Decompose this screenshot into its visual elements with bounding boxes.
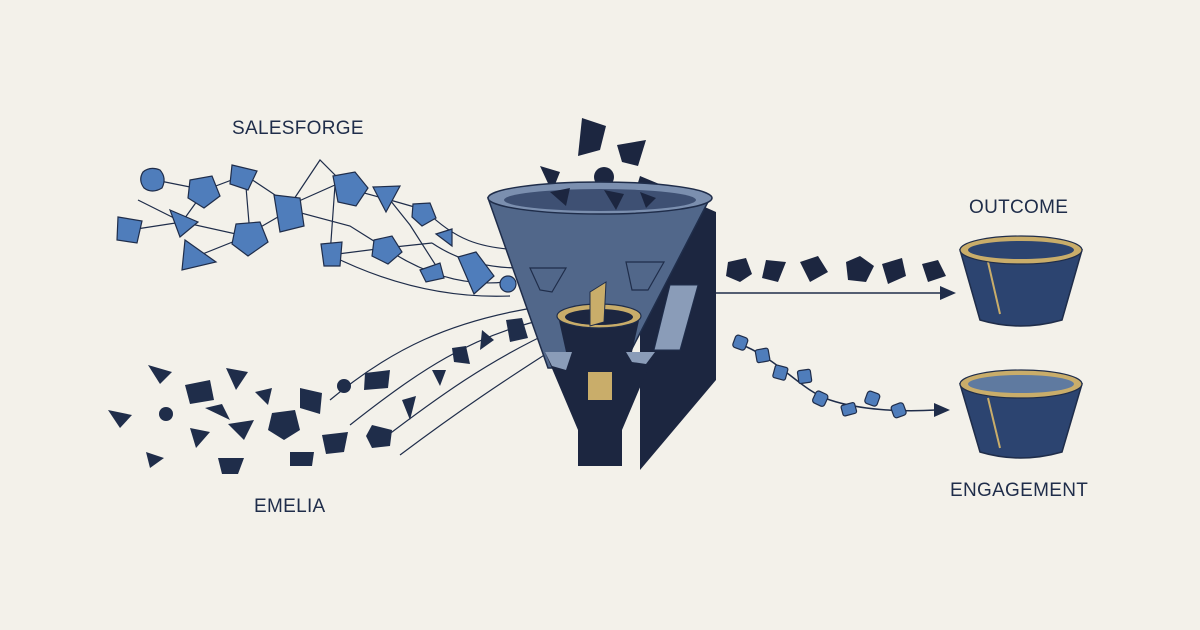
navy-shape xyxy=(617,140,646,166)
arrow-head-icon xyxy=(940,286,956,300)
blue-shape xyxy=(181,238,218,271)
navy-shape xyxy=(108,410,132,428)
emelia-flow-lines xyxy=(329,305,561,456)
navy-shape xyxy=(228,420,254,440)
navy-shape xyxy=(218,458,244,474)
outcome-bucket-icon xyxy=(959,235,1083,327)
blue-shape xyxy=(890,402,907,419)
blue-shape xyxy=(116,216,143,244)
navy-shape xyxy=(159,407,173,421)
navy-shape xyxy=(452,346,470,364)
navy-shape xyxy=(726,258,752,282)
blue-shape xyxy=(419,262,445,283)
navy-shape xyxy=(190,428,210,448)
navy-shape xyxy=(762,260,786,282)
navy-shape xyxy=(322,432,348,454)
blue-shape xyxy=(864,390,881,407)
engagement-flow xyxy=(732,334,950,419)
blue-shape xyxy=(140,167,165,192)
blue-shape xyxy=(457,251,495,296)
blue-shape xyxy=(273,194,305,233)
outcome-flow xyxy=(716,256,956,300)
funnel-icon xyxy=(486,181,716,470)
navy-shape xyxy=(432,370,446,386)
blue-shape xyxy=(840,401,858,417)
blue-shape xyxy=(168,208,200,239)
navy-shape xyxy=(402,396,416,420)
emelia-shapes xyxy=(108,318,528,474)
navy-shape xyxy=(255,388,272,405)
navy-shape xyxy=(226,368,248,390)
navy-shape xyxy=(300,388,322,414)
navy-shape xyxy=(146,452,164,468)
navy-shape xyxy=(148,365,172,384)
blue-shape xyxy=(772,364,789,381)
blue-shape xyxy=(332,171,369,207)
salesforge-label: SALESFORGE xyxy=(232,118,364,139)
blue-shape xyxy=(229,164,258,191)
blue-shape xyxy=(732,334,749,351)
navy-shape xyxy=(578,118,606,156)
emelia-label: EMELIA xyxy=(254,496,326,517)
salesforge-shapes xyxy=(116,164,517,296)
navy-shape xyxy=(366,425,392,448)
navy-shape xyxy=(922,260,946,282)
navy-shape xyxy=(800,256,828,282)
outcome-label: OUTCOME xyxy=(969,197,1069,218)
navy-shape xyxy=(882,258,906,284)
navy-shape xyxy=(185,380,214,404)
blue-shape xyxy=(811,390,829,407)
navy-shape xyxy=(364,370,390,390)
arrow-head-icon xyxy=(934,403,950,417)
blue-shape xyxy=(754,347,771,364)
engagement-label: ENGAGEMENT xyxy=(950,480,1089,501)
navy-shape xyxy=(506,318,528,342)
navy-shape xyxy=(205,404,230,420)
blue-shape xyxy=(371,235,403,265)
blue-shape xyxy=(434,228,453,248)
blue-shape xyxy=(411,202,437,227)
blue-shape xyxy=(231,221,269,257)
blue-shape xyxy=(187,175,221,209)
navy-shape xyxy=(268,410,300,440)
blue-shape xyxy=(796,368,813,385)
navy-shape xyxy=(290,452,314,466)
blue-shape xyxy=(372,185,402,214)
blue-shape xyxy=(499,275,517,293)
navy-shape xyxy=(540,166,560,192)
navy-shape xyxy=(846,256,874,282)
navy-shape xyxy=(480,330,494,350)
blue-shape xyxy=(320,241,343,267)
engagement-bucket-icon xyxy=(958,369,1084,459)
navy-shape xyxy=(337,379,351,393)
